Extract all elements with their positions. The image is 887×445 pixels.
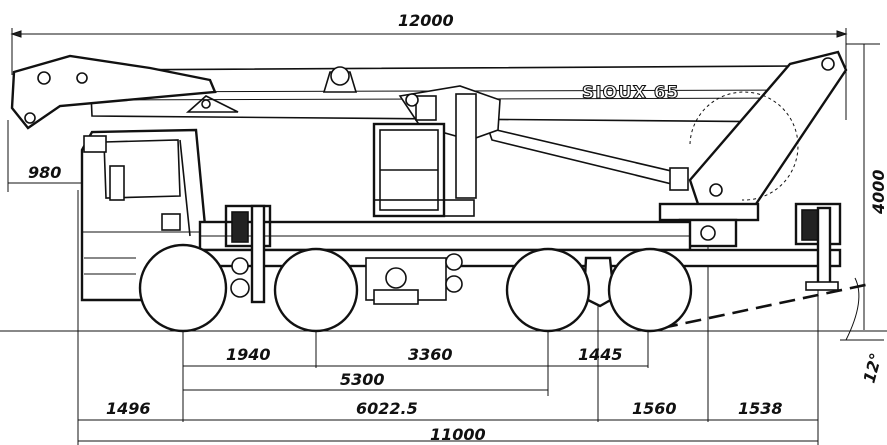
dim-height: 4000 xyxy=(869,169,887,215)
wheel-axle-2 xyxy=(273,247,359,333)
wheels xyxy=(138,243,693,333)
dim-axle-1-rear-pivot: 6022.5 xyxy=(356,399,418,418)
dimension-labels: 12000 980 4000 1940 3360 1445 5300 1496 … xyxy=(28,11,887,444)
dim-rear-overhang: 1538 xyxy=(738,399,783,418)
departure-angle-line xyxy=(661,282,871,330)
wheel-axle-4 xyxy=(607,247,693,333)
dim-axle-2-3: 3360 xyxy=(408,345,453,364)
dim-front-overhang: 1496 xyxy=(106,399,151,418)
dim-overall-length-bottom: 11000 xyxy=(430,425,486,444)
dim-departure-angle: 12° xyxy=(860,351,886,385)
boom-assembly: SIOUX 65 xyxy=(10,50,848,248)
dim-axle-1-2: 1940 xyxy=(226,345,271,364)
wheel-axle-3 xyxy=(505,247,591,333)
dim-axle-1-3: 5300 xyxy=(340,370,385,389)
wheel-axle-1 xyxy=(138,243,228,333)
dim-front-overhang-height: 980 xyxy=(28,163,61,182)
boom-brand-label: SIOUX 65 xyxy=(582,83,680,103)
dim-overall-length-top: 12000 xyxy=(398,11,454,30)
truck-chassis xyxy=(198,202,842,308)
dim-axle-3-4: 1445 xyxy=(578,345,623,364)
dim-rear-pivot-offset: 1560 xyxy=(632,399,677,418)
